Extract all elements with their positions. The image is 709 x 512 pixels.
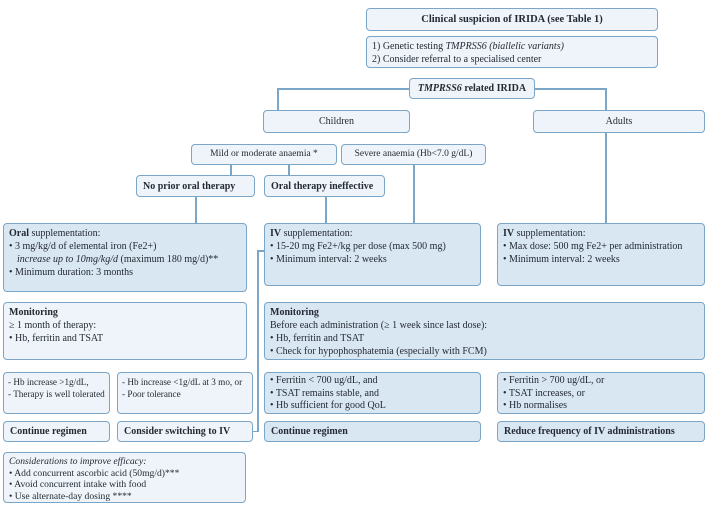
clinical-suspicion-box: Clinical suspicion of IRIDA (see Table 1… bbox=[366, 8, 658, 31]
considerations-title: Considerations to improve efficacy: bbox=[9, 456, 147, 467]
connector-switch-to-iv-v bbox=[257, 250, 259, 432]
iv-supplementation-adults-box: IV supplementation: • Max dose: 500 mg F… bbox=[497, 223, 705, 286]
genetic-testing-line1: 1) Genetic testing TMPRSS6 (biallelic va… bbox=[372, 41, 564, 52]
monitoring-mid-line3: • Check for hypophosphatemia (especially… bbox=[270, 346, 487, 357]
severe-anaemia-box: Severe anaemia (Hb<7.0 g/dL) bbox=[341, 144, 486, 165]
oral-supp-title: Oral supplementation: bbox=[9, 228, 101, 239]
genetic-testing-line2: 2) Consider referral to a specialised ce… bbox=[372, 54, 542, 65]
oral-supplementation-box: Oral supplementation: • 3 mg/kg/d of ele… bbox=[3, 223, 247, 292]
connector-tmprss6-to-children-h bbox=[277, 88, 410, 90]
monitoring-iv-box: Monitoring Before each administration (≥… bbox=[264, 302, 705, 360]
connector-adults-to-iv bbox=[605, 133, 607, 223]
iv-supplementation-children-box: IV supplementation: • 15-20 mg Fe2+/kg p… bbox=[264, 223, 481, 286]
oral-therapy-ineffective-box: Oral therapy ineffective bbox=[264, 175, 385, 197]
genetic-testing-box: 1) Genetic testing TMPRSS6 (biallelic va… bbox=[366, 36, 658, 68]
monitoring-left-line1: ≥ 1 month of therapy: bbox=[9, 320, 97, 331]
monitoring-oral-box: Monitoring ≥ 1 month of therapy: • Hb, f… bbox=[3, 302, 247, 360]
monitoring-left-line2: • Hb, ferritin and TSAT bbox=[9, 333, 104, 344]
connector-mild-to-noprior bbox=[230, 165, 232, 175]
connector-mild-to-ineffective bbox=[288, 165, 290, 175]
oral-supp-line3: • Minimum duration: 3 months bbox=[9, 267, 134, 278]
continue-regimen-oral-box: Continue regimen bbox=[3, 421, 110, 442]
criteria-oral-poor-box: - Hb increase <1g/dL at 3 mo, or - Poor … bbox=[117, 372, 253, 414]
reduce-frequency-iv-box: Reduce frequency of IV administrations bbox=[497, 421, 705, 442]
connector-ineffective-to-iv bbox=[325, 197, 327, 223]
iv-mid-title: IV supplementation: bbox=[270, 228, 353, 239]
children-branch-box: Children bbox=[263, 110, 410, 133]
criteria-iv-stable-box: • Ferritin < 700 ug/dL, and • TSAT remai… bbox=[264, 372, 481, 414]
clinical-suspicion-label: Clinical suspicion of IRIDA (see Table 1… bbox=[421, 13, 603, 25]
oral-supp-line2: increase up to 10mg/kg/d (maximum 180 mg… bbox=[17, 254, 219, 265]
iv-right-line1: • Max dose: 500 mg Fe2+ per administrati… bbox=[503, 241, 683, 252]
adults-branch-box: Adults bbox=[533, 110, 705, 133]
connector-tmprss6-to-adults-h bbox=[535, 88, 606, 90]
oral-supp-line1: • 3 mg/kg/d of elemental iron (Fe2+) bbox=[9, 241, 157, 252]
consider-switching-iv-box: Consider switching to IV bbox=[117, 421, 253, 442]
iv-right-title: IV supplementation: bbox=[503, 228, 586, 239]
monitoring-mid-line2: • Hb, ferritin and TSAT bbox=[270, 333, 365, 344]
monitoring-mid-title: Monitoring bbox=[270, 307, 319, 318]
monitoring-left-title: Monitoring bbox=[9, 307, 58, 318]
criteria-iv-reduce-box: • Ferritin > 700 ug/dL, or • TSAT increa… bbox=[497, 372, 705, 414]
tmprss6-irida-label: TMPRSS6 related IRIDA bbox=[417, 83, 527, 94]
tmprss6-irida-box: TMPRSS6 related IRIDA bbox=[409, 78, 535, 99]
connector-tmprss6-to-children-v bbox=[277, 88, 279, 110]
no-prior-oral-therapy-box: No prior oral therapy bbox=[136, 175, 255, 197]
connector-severe-to-iv bbox=[413, 165, 415, 223]
criteria-oral-good-box: - Hb increase >1g/dL, - Therapy is well … bbox=[3, 372, 110, 414]
iv-mid-line1: • 15-20 mg Fe2+/kg per dose (max 500 mg) bbox=[270, 241, 446, 252]
connector-noprior-to-oral bbox=[195, 197, 197, 223]
mild-anaemia-box: Mild or moderate anaemia * bbox=[191, 144, 337, 165]
considerations-box: Considerations to improve efficacy: • Ad… bbox=[3, 452, 246, 503]
iv-mid-line2: • Minimum interval: 2 weeks bbox=[270, 254, 387, 265]
monitoring-mid-line1: Before each administration (≥ 1 week sin… bbox=[270, 320, 488, 331]
connector-switch-to-iv-top bbox=[257, 250, 265, 252]
connector-tmprss6-to-adults-v bbox=[605, 88, 607, 110]
iv-right-line2: • Minimum interval: 2 weeks bbox=[503, 254, 620, 265]
continue-regimen-iv-box: Continue regimen bbox=[264, 421, 481, 442]
connector-switch-to-iv-bottom bbox=[248, 430, 258, 432]
